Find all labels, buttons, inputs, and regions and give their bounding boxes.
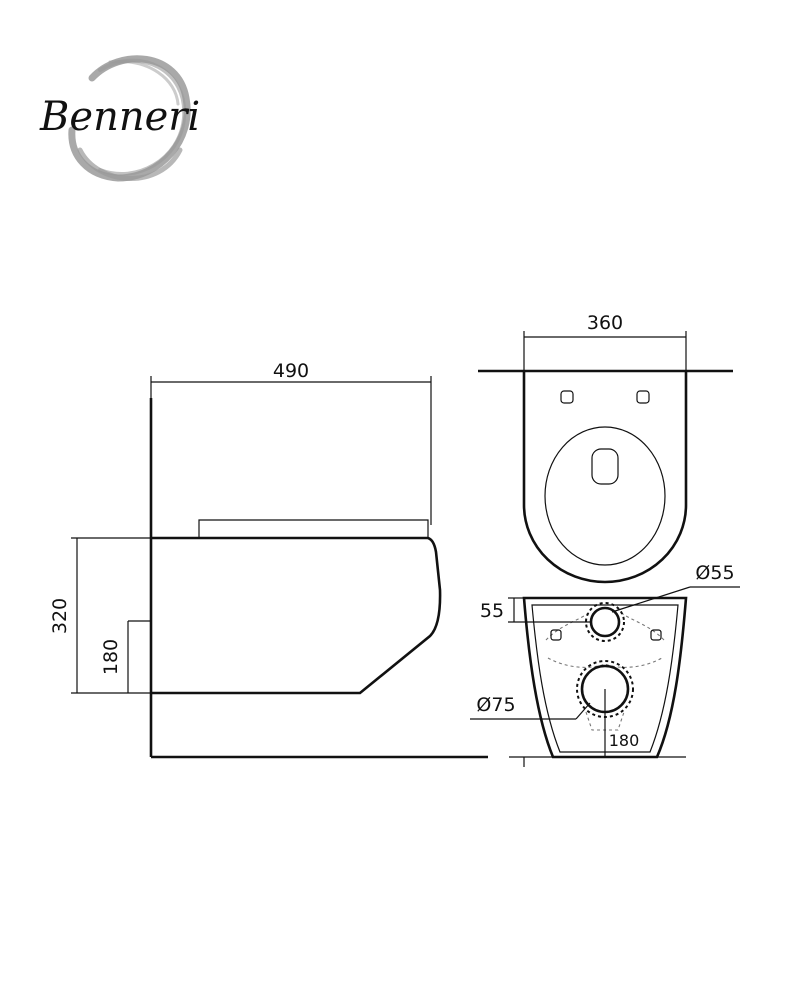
bottom-mount-hole-right [650, 629, 662, 641]
bottom-small-pipe [589, 606, 621, 638]
top-mount-hole-right [636, 390, 650, 404]
dim-180-label: 180 [100, 639, 122, 675]
bottom-view: 55 Ø55 Ø75 180 [470, 562, 740, 767]
dim-490-label: 490 [273, 360, 309, 382]
side-bowl-outline [151, 536, 442, 695]
dim-bottom-180-label: 180 [609, 731, 640, 750]
top-mount-hole-left [560, 390, 574, 404]
bottom-inner-outline [531, 604, 679, 753]
dim-360-label: 360 [587, 312, 623, 334]
top-drain-outlet [591, 448, 619, 485]
top-bowl-outline [522, 371, 688, 584]
bottom-mount-hole-left [550, 629, 562, 641]
bottom-dashed-ridge [547, 657, 663, 668]
logo-wordmark: Benneri [39, 94, 200, 140]
dim-d75-label: Ø75 [476, 694, 515, 716]
bottom-small-pipe-seal [585, 602, 625, 642]
side-view: 490 320 180 [49, 360, 488, 759]
dim-55-label: 55 [480, 600, 504, 622]
top-inner-bowl [544, 426, 666, 566]
top-view: 360 [478, 312, 733, 584]
dim-320-label: 320 [49, 598, 71, 634]
dim-d75-leader [575, 702, 591, 720]
dim-d55-label: Ø55 [695, 562, 734, 584]
logo-swirl [68, 55, 191, 182]
brand-logo: Benneri [39, 55, 200, 182]
dim-d55-leader [611, 586, 691, 613]
side-seat-lid [198, 519, 429, 538]
